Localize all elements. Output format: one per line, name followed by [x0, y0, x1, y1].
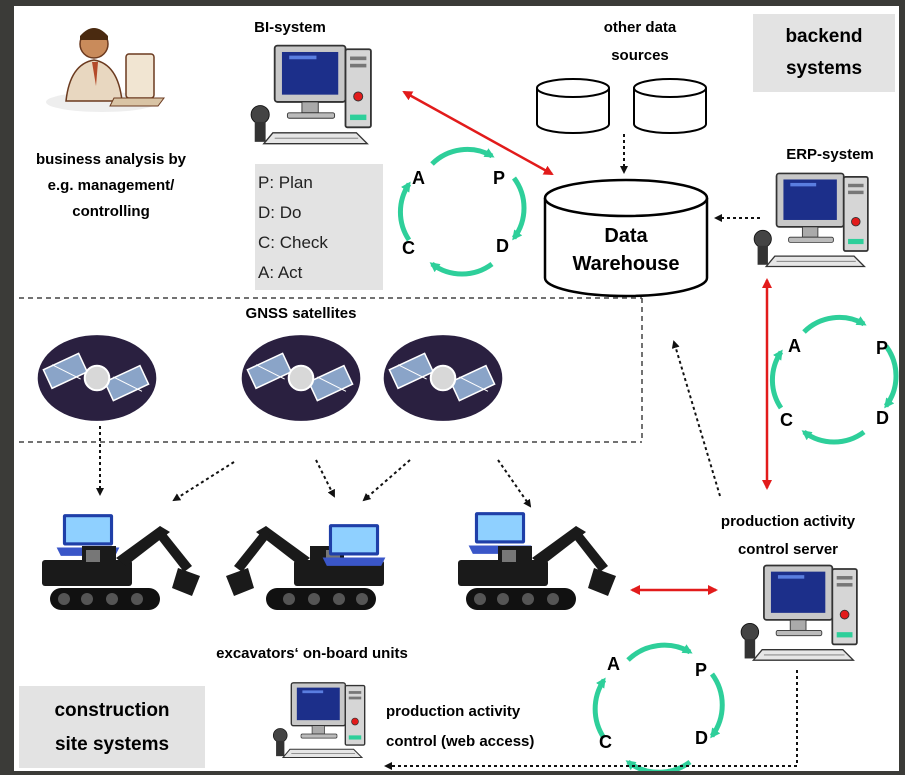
- database-cylinder-icon: [536, 78, 707, 134]
- pdca-c-letter: C: [599, 732, 612, 752]
- backend-systems-box: [753, 14, 895, 92]
- pac-web-label-line2: control (web access): [386, 733, 534, 750]
- satellite-icon: [382, 333, 504, 423]
- business-label-line2: e.g. management/: [48, 177, 176, 194]
- person-at-computer-icon: [46, 28, 165, 112]
- pdca-legend-act: A: Act: [258, 263, 303, 282]
- onboard-units-label: excavators‘ on-board units: [216, 645, 408, 662]
- pac-web-label-line1: production activity: [386, 703, 521, 720]
- pdca-p-letter: P: [876, 338, 888, 358]
- backend-label-line1: backend: [785, 26, 862, 47]
- erp-system-label: ERP-system: [786, 146, 874, 163]
- pdca-a-letter: A: [788, 336, 801, 356]
- pdca-d-letter: D: [496, 236, 509, 256]
- other-sources-label-line2: sources: [611, 47, 669, 64]
- dw-label-line2: Warehouse: [572, 253, 679, 275]
- dw-label-line1: Data: [604, 225, 648, 247]
- pdca-a-letter: A: [607, 654, 620, 674]
- server-to-web-arrow: [384, 670, 798, 770]
- laptop-icon: [322, 524, 386, 566]
- other-sources-label-line1: other data: [604, 19, 677, 36]
- diagram-panel: backend systems construction site system…: [14, 6, 899, 771]
- pdca-cycle-right: A P C D: [769, 314, 899, 445]
- pdca-legend-do: D: Do: [258, 203, 301, 222]
- business-label-line3: controlling: [72, 203, 150, 220]
- pdca-legend-check: C: Check: [258, 233, 328, 252]
- pdca-p-letter: P: [695, 660, 707, 680]
- construction-site-box: [19, 686, 205, 768]
- region-dividers: [19, 297, 643, 443]
- site-label-line2: site systems: [55, 734, 169, 755]
- pac-web-computer-icon: [272, 681, 366, 759]
- satellite-icon: [36, 333, 158, 423]
- diagram-canvas: backend systems construction site system…: [19, 14, 899, 771]
- gnss-label: GNSS satellites: [246, 305, 357, 322]
- pdca-p-letter: P: [493, 168, 505, 188]
- site-label-line1: construction: [54, 700, 169, 721]
- erp-computer-icon: [753, 172, 869, 268]
- pac-server-label-line2: control server: [738, 541, 838, 558]
- pdca-legend-box: [255, 164, 383, 290]
- satellite-icon: [240, 333, 362, 423]
- pdca-cycle-bottom: A P C D: [592, 642, 725, 771]
- pdca-d-letter: D: [876, 408, 889, 428]
- pdca-legend-plan: P: Plan: [258, 173, 313, 192]
- gnss-signal-arrows: [96, 340, 721, 508]
- business-label-line1: business analysis by: [36, 151, 187, 168]
- data-warehouse-cylinder: [543, 178, 709, 298]
- pdca-cycle-top: A P C D: [397, 146, 527, 277]
- bi-system-computer-icon: [250, 44, 372, 145]
- pdca-d-letter: D: [695, 728, 708, 748]
- pdca-c-letter: C: [402, 238, 415, 258]
- pdca-a-letter: A: [412, 168, 425, 188]
- pac-server-label-line1: production activity: [721, 513, 856, 530]
- backend-label-line2: systems: [786, 58, 862, 79]
- pdca-c-letter: C: [780, 410, 793, 430]
- pac-server-computer-icon: [739, 564, 859, 662]
- bi-system-label: BI-system: [254, 19, 326, 36]
- bi-dw-red-arrow: [402, 90, 554, 176]
